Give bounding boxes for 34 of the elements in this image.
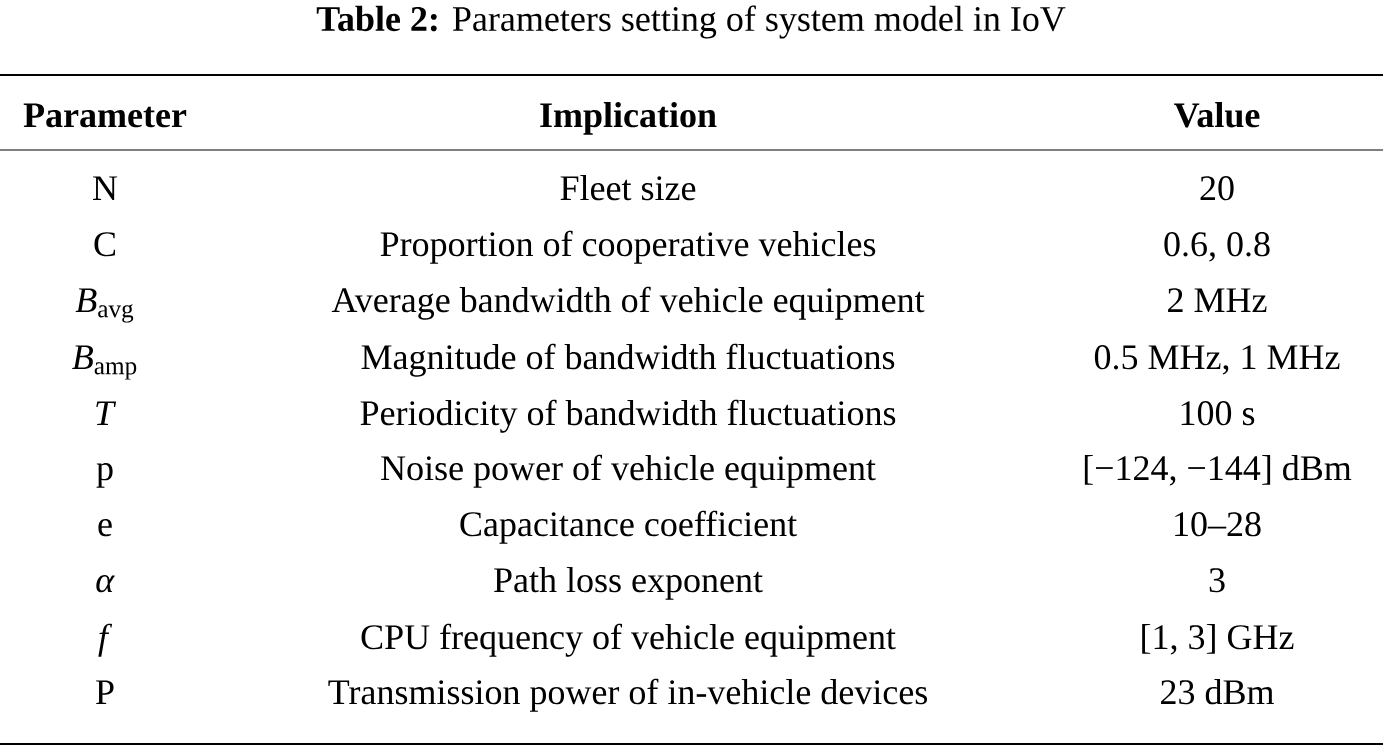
parameter-symbol: T xyxy=(96,401,117,425)
parameter-symbol: e xyxy=(98,519,112,537)
column-header: Value xyxy=(1174,102,1260,128)
parameter-symbol: N xyxy=(93,176,118,200)
parameter-value: 23 dBm xyxy=(1161,679,1274,705)
parameter-value: 2 MHz xyxy=(1168,288,1267,312)
column-header: Parameter xyxy=(23,103,187,128)
parameter-description: Proportion of cooperative vehicles xyxy=(380,230,876,264)
parameter-symbol: P xyxy=(96,680,114,704)
parameter-value: 20 xyxy=(1200,176,1234,201)
parameter-description: Periodicity of bandwidth fluctuations xyxy=(360,399,896,433)
parameter-value: 0.5 MHz, 1 MHz xyxy=(1094,345,1340,375)
parameter-description: Magnitude of bandwidth fluctuations xyxy=(361,343,895,377)
parameter-description: Fleet size xyxy=(560,175,696,201)
parameter-description: Noise power of vehicle equipment xyxy=(381,454,876,488)
table-title: Table 2: Parameters setting of system model in IoV xyxy=(316,5,1066,39)
parameter-value: 0.6, 0.8 xyxy=(1164,232,1270,262)
parameter-description: Capacitance coefficient xyxy=(460,510,797,544)
parameter-value: 10–28 xyxy=(1175,512,1261,537)
parameter-description: Path loss exponent xyxy=(494,567,763,600)
column-header: Implication xyxy=(540,102,717,135)
parameter-value: 100 s xyxy=(1181,401,1255,426)
parameter-symbol: B$_{avg}$ xyxy=(75,288,134,323)
parameter-symbol: B$_{amp}$ xyxy=(72,345,137,380)
parameter-symbol: f xyxy=(98,623,113,657)
parameter-value: 3 xyxy=(1209,568,1225,593)
parameter-description: Average bandwidth of vehicle equipment xyxy=(331,286,925,320)
parameter-description: Transmission power of in-vehicle devices xyxy=(328,678,927,712)
parameter-symbol: α xyxy=(96,575,115,593)
parameter-value: [1, 3] GHz xyxy=(1142,624,1294,655)
parameter-symbol: C xyxy=(94,232,115,257)
parameter-description: CPU frequency of vehicle equipment xyxy=(361,623,896,657)
parameter-symbol: p xyxy=(96,463,113,488)
parameter-value: [−124, −144] dBm xyxy=(1084,455,1352,486)
